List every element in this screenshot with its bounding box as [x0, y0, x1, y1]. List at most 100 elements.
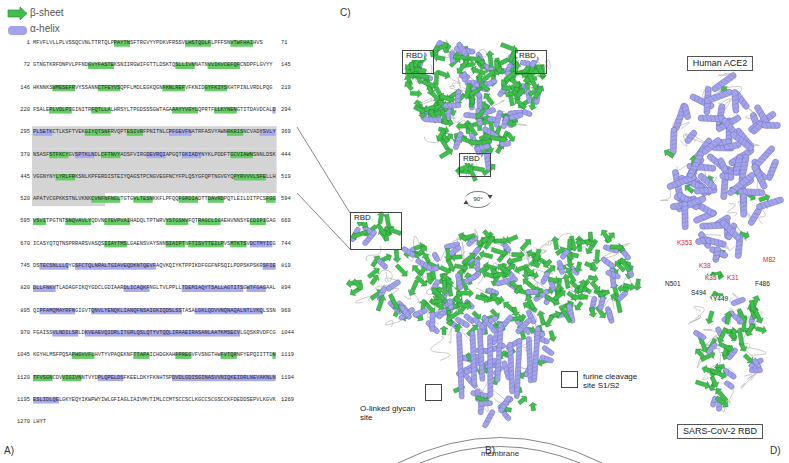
beta-strand — [392, 250, 401, 263]
helix-turn — [470, 343, 475, 345]
helix-turn — [732, 103, 738, 105]
helix-turn — [755, 363, 760, 367]
helix-turn — [479, 364, 484, 366]
rotation-arrowhead — [488, 195, 493, 199]
beta-strand — [735, 327, 746, 345]
helix-turn — [710, 142, 715, 148]
helix-turn — [456, 279, 461, 282]
helix-turn — [756, 107, 762, 112]
helix-body — [456, 332, 464, 399]
beta-strand — [462, 83, 473, 100]
helix-turn — [753, 368, 755, 373]
helix-body — [605, 269, 621, 279]
helix-turn — [676, 117, 682, 121]
helix-turn — [708, 347, 713, 352]
helix-body — [682, 103, 692, 120]
helix-turn — [478, 344, 483, 346]
beta-strand — [576, 278, 588, 293]
helix-turn — [515, 370, 520, 372]
helix-turn — [498, 334, 503, 336]
helix-body — [693, 329, 707, 340]
alpha-helix — [447, 298, 454, 310]
helix-turn — [461, 321, 465, 326]
helix-turn — [487, 416, 492, 420]
helix-turn — [732, 95, 738, 97]
helix-turn — [430, 325, 435, 327]
helix-turn — [719, 125, 724, 131]
alpha-helix — [478, 400, 493, 406]
helix-body — [456, 41, 469, 57]
domain-highlight-block — [32, 149, 277, 171]
alpha-helix — [616, 290, 628, 302]
helix-body — [723, 141, 741, 151]
helix-turn — [490, 80, 494, 85]
alpha-helix — [362, 229, 378, 247]
helix-turn — [490, 326, 495, 331]
beta-strand — [572, 300, 584, 312]
helix-turn — [491, 317, 495, 322]
helix-body — [463, 272, 480, 284]
alpha-helix — [482, 409, 496, 429]
beta-strand — [523, 294, 537, 311]
helix-turn — [731, 143, 734, 149]
helix-turn — [677, 114, 683, 118]
alpha-helix — [499, 141, 510, 147]
helix-body — [684, 129, 698, 145]
helix-turn — [562, 252, 567, 257]
helix-turn — [541, 278, 546, 282]
helix-turn — [745, 176, 750, 182]
helix-turn — [671, 131, 677, 133]
helix-turn — [742, 102, 748, 107]
helix-turn — [590, 304, 595, 307]
helix-turn — [480, 372, 485, 374]
helix-turn — [733, 233, 739, 239]
helix-turn — [433, 255, 438, 259]
helix-turn — [436, 117, 438, 122]
helix-body — [559, 248, 570, 260]
line-number: 445 — [0, 174, 30, 181]
helix-body — [385, 279, 401, 292]
beta-strand — [438, 146, 455, 160]
helix-turn — [459, 388, 464, 390]
beta-strand — [444, 310, 460, 324]
helix-turn — [485, 128, 489, 133]
helix-turn — [509, 366, 514, 368]
helix-turn — [762, 117, 768, 122]
helix-turn — [696, 216, 700, 222]
helix-turn — [534, 342, 539, 344]
helix-body — [376, 258, 389, 271]
beta-strand — [528, 402, 537, 411]
coil-loop — [581, 247, 586, 251]
helix-turn — [709, 238, 712, 244]
helix-turn — [458, 44, 463, 48]
helix-turn — [741, 201, 747, 203]
line-number: 369 — [281, 129, 291, 136]
helix-turn — [463, 51, 468, 55]
helix-body — [431, 251, 440, 262]
helix-turn — [711, 223, 713, 229]
helix-turn — [730, 73, 735, 79]
helix-turn — [475, 320, 480, 325]
line-number: 370 — [0, 152, 30, 159]
helix-body — [362, 229, 378, 247]
helix-turn — [497, 346, 502, 348]
helix-turn — [717, 405, 722, 408]
helix-turn — [449, 243, 452, 248]
helix-body — [520, 60, 531, 66]
helix-turn — [380, 290, 385, 294]
helix-turn — [494, 121, 499, 124]
legend-strand-arrow — [8, 7, 27, 20]
helix-body — [498, 395, 512, 414]
helix-body — [493, 110, 503, 128]
helix-body — [475, 259, 481, 272]
helix-turn — [738, 298, 742, 303]
alpha-helix — [526, 289, 539, 294]
helix-turn — [746, 144, 751, 150]
helix-turn — [451, 103, 453, 108]
helix-turn — [748, 174, 753, 180]
helix-turn — [471, 371, 476, 373]
helix-turn — [693, 161, 699, 165]
helix-turn — [428, 117, 430, 122]
helix-turn — [485, 419, 490, 423]
helix-turn — [527, 352, 532, 354]
